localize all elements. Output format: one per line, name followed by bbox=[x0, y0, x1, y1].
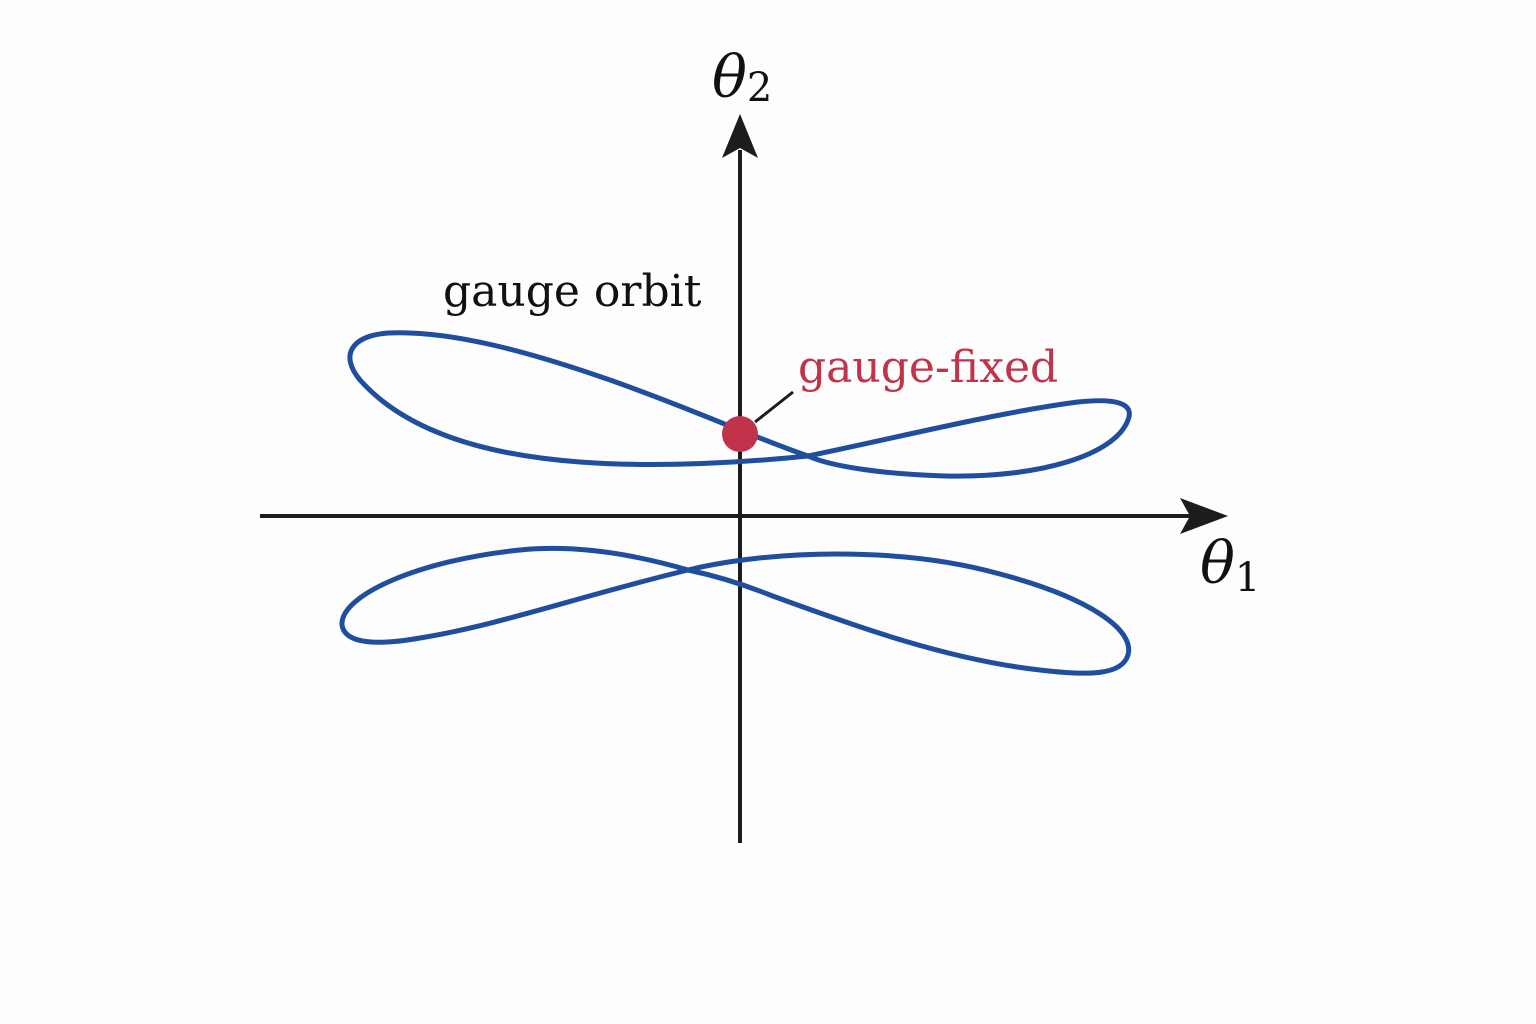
theta2-axis-label: θ2 bbox=[712, 43, 772, 111]
theta1-axis-label: θ1 bbox=[1200, 529, 1260, 601]
gauge-orbit-label: gauge orbit bbox=[443, 266, 702, 317]
theta2-subscript: 2 bbox=[747, 65, 772, 111]
theta1-arrowhead bbox=[1180, 498, 1228, 534]
orbit-lower-branch bbox=[339, 545, 1132, 676]
gauge-fixed-leader-line bbox=[754, 390, 794, 424]
theta2-symbol: θ bbox=[712, 43, 747, 111]
theta1-subscript: 1 bbox=[1235, 555, 1260, 601]
theta1-symbol: θ bbox=[1200, 529, 1235, 597]
orbit-upper-branch bbox=[347, 330, 1132, 479]
theta2-arrowhead bbox=[722, 114, 758, 158]
gauge-fixed-label: gauge-fixed bbox=[798, 342, 1058, 393]
gauge-fixed-point bbox=[722, 416, 758, 452]
